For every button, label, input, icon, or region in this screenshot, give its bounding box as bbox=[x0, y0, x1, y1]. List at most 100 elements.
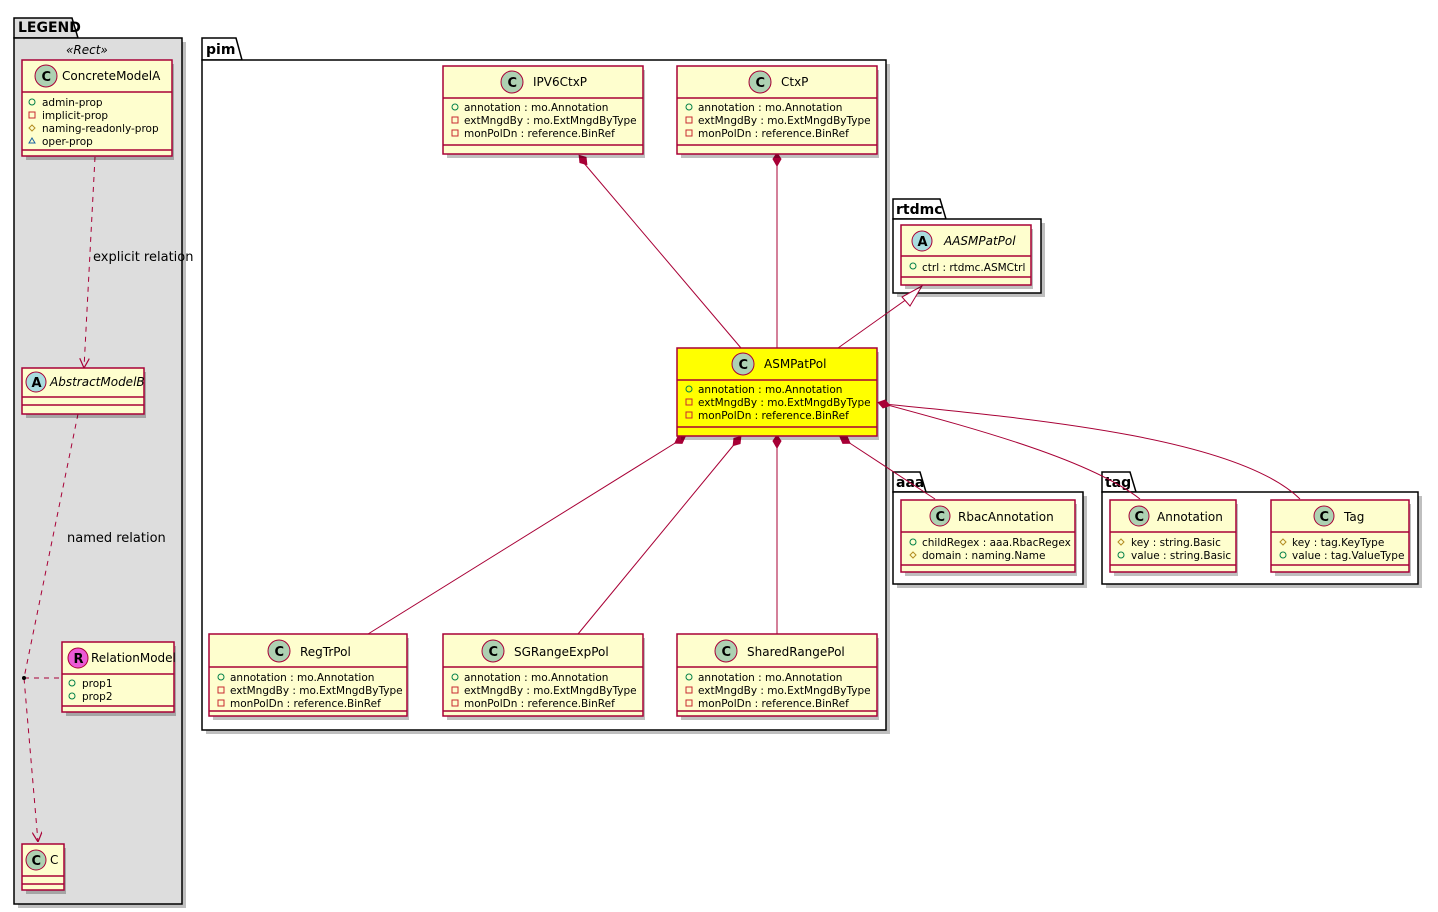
ipv6ctxp-class[interactable]: C IPV6CtxP annotation : mo.Annotation ex… bbox=[442, 65, 645, 158]
asmpatpol-name: ASMPatPol bbox=[764, 357, 826, 371]
concrete-model-name: ConcreteModelA bbox=[62, 69, 161, 83]
svg-text:extMngdBy : mo.ExtMngdByType: extMngdBy : mo.ExtMngdByType bbox=[698, 685, 871, 697]
svg-text:monPolDn : reference.BinRef: monPolDn : reference.BinRef bbox=[698, 698, 849, 710]
svg-text:C: C bbox=[1135, 510, 1145, 525]
class-icon bbox=[25, 849, 47, 871]
edge-ipv6ctxp-asmpatpol bbox=[582, 161, 742, 349]
svg-text:monPolDn : reference.BinRef: monPolDn : reference.BinRef bbox=[464, 128, 615, 140]
svg-text:extMngdBy : mo.ExtMngdByType: extMngdBy : mo.ExtMngdByType bbox=[464, 685, 637, 697]
svg-text:annotation : mo.Annotation: annotation : mo.Annotation bbox=[698, 102, 842, 114]
pim-package: pim bbox=[201, 37, 890, 734]
relation-model-name: RelationModel bbox=[91, 651, 176, 665]
private-visibility-icon bbox=[28, 111, 36, 119]
class-icon-letter: C bbox=[42, 70, 52, 85]
svg-text:key : tag.KeyType: key : tag.KeyType bbox=[1292, 537, 1384, 549]
rtdmc-package-title: rtdmc bbox=[896, 202, 943, 218]
relation-attr-prop2: prop2 bbox=[82, 691, 113, 703]
relation-attr-prop1: prop1 bbox=[82, 678, 113, 690]
svg-text:C: C bbox=[508, 76, 518, 91]
regtrpol-class[interactable]: C RegTrPol annotation : mo.Annotation ex… bbox=[208, 633, 409, 720]
relation-junction-dot bbox=[22, 676, 26, 680]
tag-class[interactable]: C Tag key : tag.KeyType value : tag.Valu… bbox=[1270, 499, 1411, 576]
sharedrangepol-class[interactable]: C SharedRangePol annotation : mo.Annotat… bbox=[676, 633, 879, 720]
svg-text:A: A bbox=[918, 235, 928, 250]
package-visibility-icon bbox=[28, 137, 36, 144]
concrete-attr-oper: oper-prop bbox=[42, 136, 93, 148]
legend-package: LEGEND bbox=[13, 17, 186, 908]
svg-text:extMngdBy : mo.ExtMngdByType: extMngdBy : mo.ExtMngdByType bbox=[698, 397, 871, 409]
sgrangeexppol-name: SGRangeExpPol bbox=[514, 645, 609, 659]
tag-name: Tag bbox=[1343, 510, 1364, 524]
svg-text:extMngdBy : mo.ExtMngdByType: extMngdBy : mo.ExtMngdByType bbox=[464, 115, 637, 127]
abstract-model-name: AbstractModelB bbox=[49, 375, 145, 389]
svg-text:annotation : mo.Annotation: annotation : mo.Annotation bbox=[464, 102, 608, 114]
relationship-edges bbox=[22, 152, 1301, 842]
svg-text:annotation : mo.Annotation: annotation : mo.Annotation bbox=[698, 672, 842, 684]
public-visibility-icon bbox=[28, 98, 36, 106]
svg-text:C: C bbox=[1320, 510, 1330, 525]
edge-asmpatpol-regtrpol bbox=[367, 439, 681, 635]
regtrpol-name: RegTrPol bbox=[300, 645, 351, 659]
legend-package-title: LEGEND bbox=[18, 20, 81, 36]
svg-text:C: C bbox=[936, 510, 946, 525]
svg-text:value : string.Basic: value : string.Basic bbox=[1131, 550, 1231, 562]
svg-text:ctrl : rtdmc.ASMCtrl: ctrl : rtdmc.ASMCtrl bbox=[922, 262, 1025, 274]
svg-text:childRegex : aaa.RbacRegex: childRegex : aaa.RbacRegex bbox=[922, 537, 1071, 549]
svg-text:C: C bbox=[739, 358, 749, 373]
protected-visibility-icon bbox=[28, 124, 36, 132]
concrete-attr-admin: admin-prop bbox=[42, 97, 103, 109]
svg-text:extMngdBy : mo.ExtMngdByType: extMngdBy : mo.ExtMngdByType bbox=[698, 115, 871, 127]
generalization-arrow bbox=[901, 284, 924, 307]
edge-asmpatpol-rbacannotation bbox=[844, 439, 936, 500]
named-relation-label: named relation bbox=[67, 531, 166, 546]
annotation-class[interactable]: C Annotation key : string.Basic value : … bbox=[1109, 499, 1238, 576]
svg-text:monPolDn : reference.BinRef: monPolDn : reference.BinRef bbox=[464, 698, 615, 710]
concrete-attr-implicit: implicit-prop bbox=[42, 110, 108, 122]
edge-asmpatpol-annotation bbox=[883, 403, 1141, 500]
c-class[interactable]: C C bbox=[21, 843, 66, 894]
abstract-icon-letter: A bbox=[32, 376, 42, 391]
rbacannotation-name: RbacAnnotation bbox=[958, 510, 1054, 524]
rect-stereotype: «Rect» bbox=[66, 43, 108, 57]
svg-text:C: C bbox=[489, 645, 499, 660]
ctxp-name: CtxP bbox=[781, 75, 808, 89]
pim-package-title: pim bbox=[206, 42, 235, 58]
c-class-name: C bbox=[50, 853, 58, 867]
svg-text:monPolDn : reference.BinRef: monPolDn : reference.BinRef bbox=[698, 128, 849, 140]
concrete-attr-naming: naming-readonly-prop bbox=[42, 123, 159, 135]
svg-text:annotation : mo.Annotation: annotation : mo.Annotation bbox=[464, 672, 608, 684]
sharedrangepol-name: SharedRangePol bbox=[747, 645, 845, 659]
abstract-model-class[interactable]: A AbstractModelB bbox=[21, 367, 146, 418]
c-icon-letter: C bbox=[32, 854, 42, 869]
svg-text:value : tag.ValueType: value : tag.ValueType bbox=[1292, 550, 1404, 562]
svg-text:annotation : mo.Annotation: annotation : mo.Annotation bbox=[230, 672, 374, 684]
edge-asmpatpol-tag bbox=[883, 403, 1301, 500]
aasmpatpol-class[interactable]: A AASMPatPol ctrl : rtdmc.ASMCtrl bbox=[900, 224, 1033, 289]
svg-text:annotation : mo.Annotation: annotation : mo.Annotation bbox=[698, 384, 842, 396]
class-icon bbox=[34, 64, 58, 88]
aasmpatpol-name: AASMPatPol bbox=[943, 234, 1016, 248]
svg-text:monPolDn : reference.BinRef: monPolDn : reference.BinRef bbox=[698, 410, 849, 422]
edge-asmpatpol-aasmpatpol bbox=[837, 293, 915, 349]
svg-text:C: C bbox=[275, 645, 285, 660]
annotation-name: Annotation bbox=[1157, 510, 1223, 524]
concrete-model-class[interactable]: C ConcreteModelA admin-prop implicit-pro… bbox=[21, 43, 174, 160]
svg-text:C: C bbox=[722, 645, 732, 660]
abstract-class-icon bbox=[25, 371, 47, 393]
relation-class-icon bbox=[67, 647, 89, 669]
ctxp-class[interactable]: C CtxP annotation : mo.Annotation extMng… bbox=[676, 65, 879, 158]
relation-model-class[interactable]: R RelationModel prop1 prop2 bbox=[61, 641, 176, 716]
svg-text:C: C bbox=[756, 76, 766, 91]
explicit-relation-label: explicit relation bbox=[93, 250, 193, 265]
svg-text:key : string.Basic: key : string.Basic bbox=[1131, 537, 1221, 549]
ipv6ctxp-name: IPV6CtxP bbox=[533, 75, 587, 89]
sgrangeexppol-class[interactable]: C SGRangeExpPol annotation : mo.Annotati… bbox=[442, 633, 645, 720]
asmpatpol-class[interactable]: C ASMPatPol annotation : mo.Annotation e… bbox=[676, 347, 879, 440]
tag-package-title: tag bbox=[1105, 475, 1131, 491]
svg-text:monPolDn : reference.BinRef: monPolDn : reference.BinRef bbox=[230, 698, 381, 710]
relation-icon-letter: R bbox=[74, 652, 84, 667]
edge-asmpatpol-sgrangeexppol bbox=[577, 440, 738, 635]
rbacannotation-class[interactable]: C RbacAnnotation childRegex : aaa.RbacRe… bbox=[900, 499, 1077, 576]
svg-text:extMngdBy : mo.ExtMngdByType: extMngdBy : mo.ExtMngdByType bbox=[230, 685, 403, 697]
svg-text:domain : naming.Name: domain : naming.Name bbox=[922, 550, 1045, 562]
